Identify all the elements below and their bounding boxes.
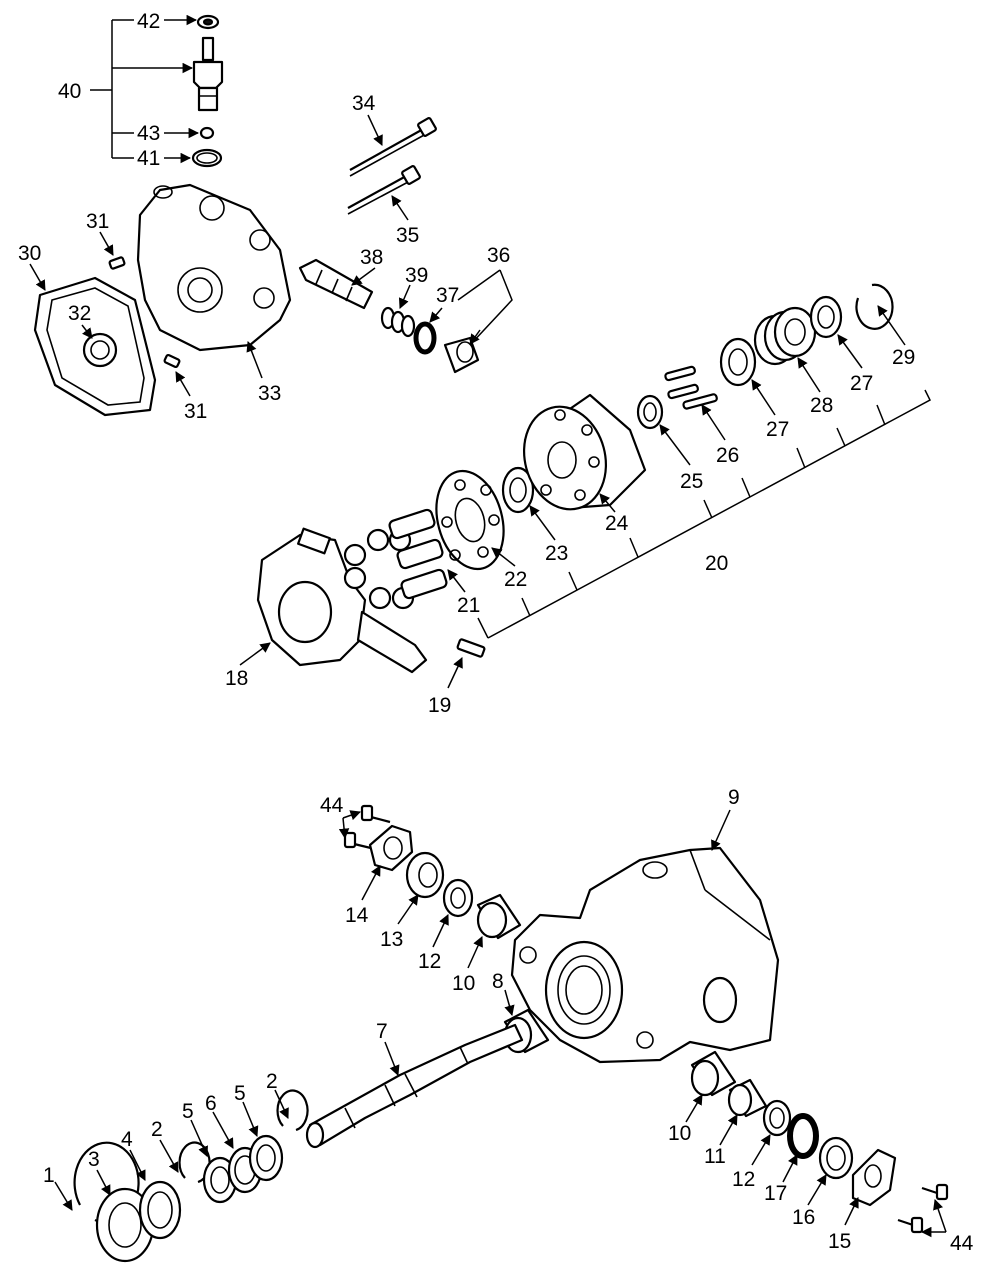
callout-21: 21 [457, 594, 480, 617]
part-43-o-ring [199, 126, 215, 140]
callout-9: 9 [728, 786, 740, 809]
callout-40: 40 [58, 80, 81, 103]
part-44-bolt-upper-a [360, 804, 391, 824]
part-44-bolt-lower-a [921, 1183, 949, 1201]
callout-14: 14 [345, 904, 369, 927]
callout-37: 37 [436, 284, 459, 307]
part-32-bearing [82, 332, 118, 368]
part-11-bushing [727, 1078, 768, 1118]
callout-4: 4 [121, 1128, 133, 1151]
callout-2-left: 2 [151, 1118, 163, 1141]
part-10-needle-bearing-upper [476, 893, 522, 940]
callout-41: 41 [137, 147, 160, 170]
callout-23: 23 [545, 542, 568, 565]
callout-7: 7 [376, 1020, 388, 1043]
callout-34: 34 [352, 92, 376, 115]
callout-38: 38 [360, 246, 383, 269]
part-24-cylinder-block [522, 393, 647, 511]
callout-1: 1 [43, 1164, 55, 1187]
part-16-seal [787, 1113, 819, 1159]
callout-31-upper: 31 [86, 210, 109, 233]
part-27-washer-left [719, 337, 757, 387]
callout-35: 35 [396, 224, 419, 247]
part-26-pins [664, 365, 718, 410]
part-18-swashplate-housing [256, 527, 428, 674]
callout-2-right: 2 [266, 1070, 278, 1093]
callout-22: 22 [504, 568, 527, 591]
part-21-pistons [343, 508, 448, 610]
callout-12-lower: 12 [732, 1168, 755, 1191]
leader-lines [29, 14, 947, 1238]
callout-19: 19 [428, 694, 451, 717]
part-36-plug [443, 336, 480, 374]
callout-43: 43 [137, 122, 160, 145]
part-34-bolt [349, 117, 437, 177]
callout-18: 18 [225, 667, 248, 690]
callout-31-lower: 31 [184, 400, 207, 423]
part-22-retainer-plate [435, 469, 505, 571]
part-37-o-ring [413, 321, 437, 355]
callout-17: 15 [828, 1230, 851, 1253]
part-5-washer-right [248, 1134, 284, 1182]
callout-36: 36 [487, 244, 510, 267]
part-7-drive-shaft [305, 1023, 524, 1149]
part-31-pin-lower [163, 353, 181, 369]
part-42-washer [196, 14, 220, 30]
callout-10-upper: 10 [452, 972, 475, 995]
callout-44-lower: 44 [950, 1232, 974, 1255]
callout-24: 24 [605, 512, 629, 535]
callout-29: 29 [892, 346, 915, 369]
callout-27-right: 27 [850, 372, 873, 395]
callout-labels: 42 40 43 41 31 30 32 31 33 34 35 38 39 3… [18, 10, 974, 1255]
part-2-snap-ring-right [276, 1089, 309, 1132]
part-10-needle-bearing-lower [690, 1050, 737, 1097]
callout-3: 3 [88, 1148, 100, 1171]
part-19-key [456, 638, 486, 658]
callout-33: 33 [258, 382, 281, 405]
callout-26: 26 [716, 444, 739, 467]
callout-39: 39 [405, 264, 428, 287]
part-41-o-ring [191, 148, 223, 168]
part-9-pump-housing [510, 846, 780, 1064]
callout-5-left: 5 [182, 1100, 194, 1123]
callout-44-upper: 44 [320, 794, 344, 817]
part-35-bolt [347, 165, 421, 215]
callout-27-left: 27 [766, 418, 789, 441]
callout-20: 20 [705, 552, 728, 575]
callout-5-right: 5 [234, 1082, 246, 1105]
part-31-pin-upper [108, 256, 126, 270]
part-23-ball-guide [501, 466, 535, 514]
part-12-ring-upper [442, 878, 474, 918]
callout-11: 11 [704, 1145, 726, 1168]
part-38-spool [298, 258, 374, 310]
part-29-snap-ring [855, 283, 894, 330]
part-17-flange [851, 1148, 897, 1207]
part-4-washer [138, 1180, 182, 1240]
part-44-bolt-lower-b [897, 1216, 924, 1234]
part-39-spring [380, 306, 416, 338]
callout-30: 30 [18, 242, 41, 265]
callout-16: 17 [764, 1182, 787, 1205]
part-33-end-cover [136, 183, 292, 352]
part-28-spring [753, 306, 817, 366]
callout-32: 32 [68, 302, 91, 325]
callout-10-lower: 10 [668, 1122, 691, 1145]
part-15-seal-ring [818, 1136, 854, 1180]
callout-42: 42 [137, 10, 160, 33]
callout-6: 6 [205, 1092, 217, 1115]
callout-28: 28 [810, 394, 833, 417]
callout-15: 16 [792, 1206, 815, 1229]
part-14-flange [368, 824, 414, 872]
callout-13: 13 [380, 928, 403, 951]
callout-8: 8 [492, 970, 504, 993]
callout-12-upper: 12 [418, 950, 441, 973]
part-40-valve-stem [192, 36, 224, 112]
callout-25: 25 [680, 470, 703, 493]
part-27-washer-right [809, 295, 843, 339]
part-13-bearing [405, 851, 445, 899]
part-25-ring [636, 394, 664, 430]
part-12-ring-lower [762, 1099, 792, 1137]
